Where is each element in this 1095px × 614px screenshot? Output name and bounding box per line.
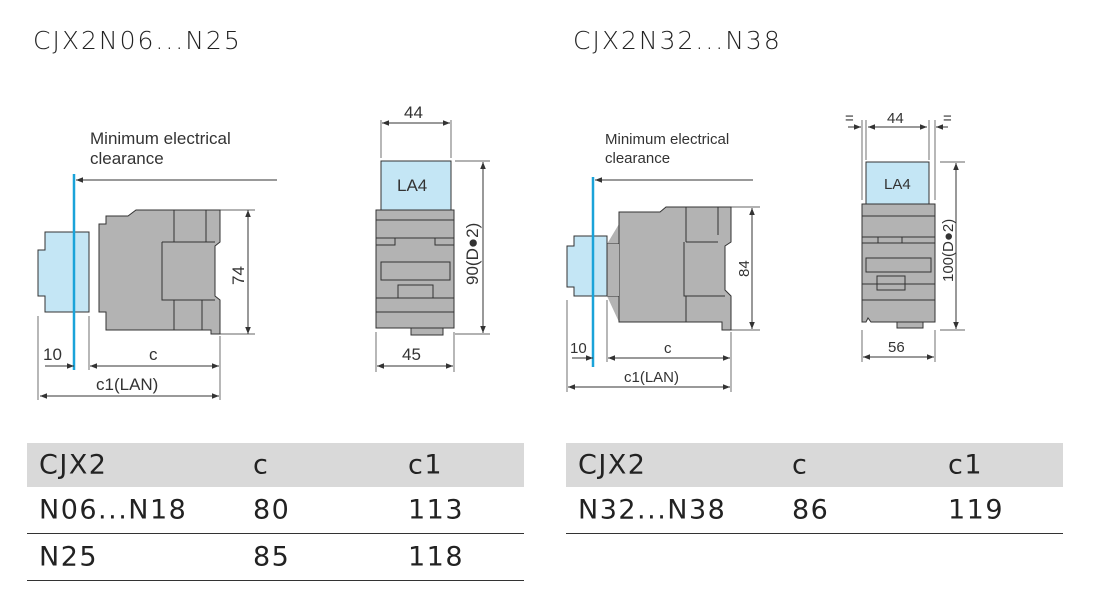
dim-c-label: c (149, 345, 158, 364)
front-width-top-label: 44 (404, 103, 423, 122)
table-cell: 86 (792, 494, 830, 526)
module-label: LA4 (884, 176, 911, 193)
table-header: CJX2 c c1 (27, 443, 524, 487)
right-front-view (848, 120, 965, 362)
dim-c1-label: c1(LAN) (624, 369, 679, 386)
table-cell: N06...N18 (39, 494, 188, 526)
left-front-view (375, 120, 490, 372)
aux-module (566, 235, 608, 297)
clearance-label: Minimum electrical (90, 129, 231, 148)
dim-c-label: c (664, 340, 672, 357)
device-body (98, 209, 221, 335)
table-row: N25 85 118 (27, 534, 524, 581)
right-dimension-table: CJX2 c c1 N32...N38 86 119 (566, 443, 1063, 534)
front-width-bottom-label: 56 (888, 339, 905, 356)
table-cell: 80 (253, 494, 291, 526)
table-cell: N32...N38 (578, 494, 727, 526)
aux-module (37, 231, 90, 313)
clearance-label: Minimum electrical (605, 131, 729, 148)
module-label: LA4 (397, 176, 427, 195)
front-height-label: 90(D●2) (463, 223, 482, 285)
header-cell: c (792, 449, 809, 481)
equal-mark: = (845, 110, 854, 127)
equal-mark: = (943, 110, 952, 127)
dim-10-label: 10 (43, 345, 62, 364)
header-cell: CJX2 (578, 449, 647, 481)
dim-c1-label: c1(LAN) (96, 375, 158, 394)
left-dimension-table: CJX2 c c1 N06...N18 80 113 N25 85 118 (27, 443, 524, 581)
header-cell: c1 (948, 449, 984, 481)
table-cell: 119 (948, 494, 1005, 526)
table-header: CJX2 c c1 (566, 443, 1063, 487)
left-title: CJX2N06...N25 (33, 26, 242, 55)
table-cell: 113 (408, 494, 465, 526)
clearance-label: clearance (605, 150, 670, 167)
header-cell: c1 (408, 449, 444, 481)
table-cell: 118 (408, 541, 465, 573)
front-height-label: 100(D●2) (940, 219, 957, 282)
dim-height-label: 74 (229, 266, 248, 285)
header-cell: c (253, 449, 270, 481)
header-cell: CJX2 (39, 449, 108, 481)
clearance-label: clearance (90, 149, 164, 168)
front-width-top-label: 44 (887, 110, 904, 127)
table-row: N06...N18 80 113 (27, 487, 524, 534)
table-cell: N25 (39, 541, 99, 573)
dim-10-label: 10 (570, 340, 587, 357)
right-side-view (566, 177, 760, 392)
table-row: N32...N38 86 119 (566, 487, 1063, 534)
dim-height-label: 84 (736, 260, 753, 277)
left-side-view (37, 174, 277, 400)
right-title: CJX2N32...N38 (573, 26, 782, 55)
table-cell: 85 (253, 541, 291, 573)
front-width-bottom-label: 45 (402, 345, 421, 364)
